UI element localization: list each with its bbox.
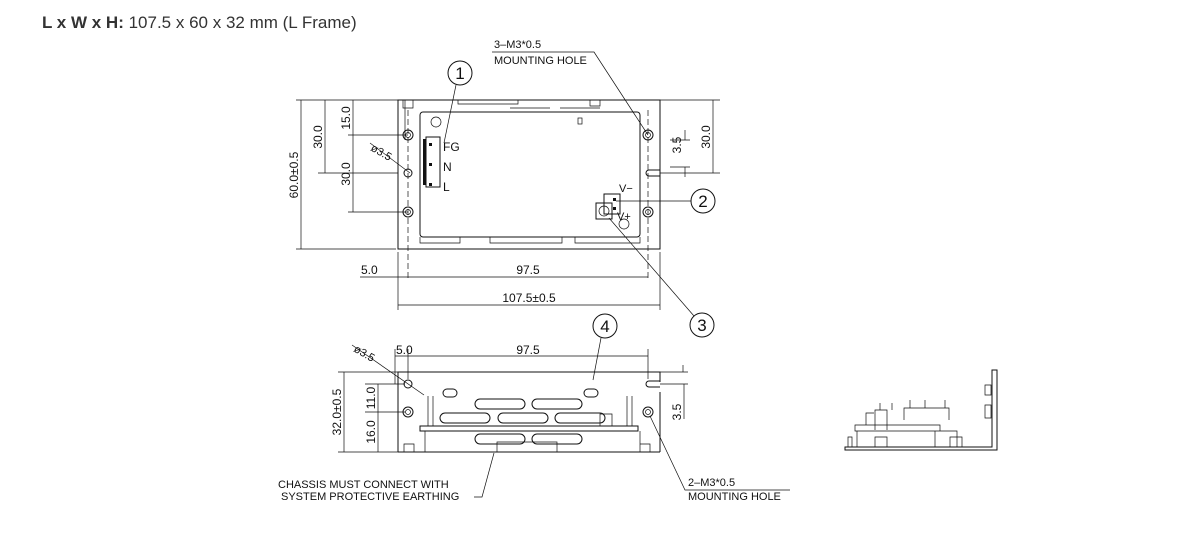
mount-note-2: MOUNTING HOLE <box>494 55 587 67</box>
pin-n: N <box>443 160 452 174</box>
front-dim-97-5: 97.5 <box>516 343 540 357</box>
pin-fg: FG <box>443 140 460 154</box>
front-mount-note-1: 2–M3*0.5 <box>688 477 735 489</box>
front-dim-height: 32.0±0.5 <box>330 388 344 435</box>
front-dim-3-5: 3.5 <box>670 403 684 420</box>
dim-97-5: 97.5 <box>516 263 540 277</box>
top-view: FG N L V− V+ 60.0±0.5 30.0 15.0 30.0 30.… <box>287 39 720 338</box>
vplus-label: V+ <box>617 211 631 223</box>
front-hole-dia: ø3.5 <box>352 343 377 364</box>
callout-1-label: 1 <box>455 64 464 83</box>
callout-2-label: 2 <box>698 192 707 211</box>
dim-height: 60.0±0.5 <box>287 151 301 198</box>
front-dim-5: 5.0 <box>396 343 413 357</box>
callout-4 <box>592 313 618 339</box>
dim-5: 5.0 <box>361 263 378 277</box>
dim-left-30b: 30.0 <box>339 162 353 186</box>
dim-left-30: 30.0 <box>311 125 325 149</box>
pin-l: L <box>443 180 450 194</box>
dimensions-header: L x W x H: 107.5 x 60 x 32 mm (L Frame) <box>42 13 357 33</box>
mounting-holes <box>402 129 660 218</box>
callout-4-label: 4 <box>600 317 609 336</box>
dim-left-15: 15.0 <box>339 106 353 130</box>
front-mount-note-2: MOUNTING HOLE <box>688 491 781 503</box>
front-dim-16: 16.0 <box>364 420 378 444</box>
mount-note-1: 3–M3*0.5 <box>494 39 541 51</box>
callout-1 <box>447 60 473 86</box>
dim-hole-dia: ø3.5 <box>369 142 394 163</box>
callout-3-label: 3 <box>697 316 706 335</box>
callout-3 <box>689 312 715 338</box>
pcb-edge <box>419 425 639 432</box>
dimensions-value: 107.5 x 60 x 32 mm (L Frame) <box>123 13 357 32</box>
frame-outline <box>397 99 661 250</box>
side-view <box>844 369 998 451</box>
chassis-note-2: SYSTEM PROTECTIVE EARTHING <box>281 491 459 503</box>
dim-right-3-5: 3.5 <box>670 136 684 153</box>
dim-right-30: 30.0 <box>699 125 713 149</box>
front-dim-11: 11.0 <box>364 386 378 409</box>
pcb-outline <box>419 111 641 238</box>
vminus-label: V− <box>619 183 633 195</box>
potentiometer <box>595 202 613 220</box>
chassis-note-1: CHASSIS MUST CONNECT WITH <box>278 479 449 491</box>
input-connector <box>425 136 441 188</box>
dim-107-5: 107.5±0.5 <box>502 291 556 305</box>
front-view: ø3.5 5.0 97.5 32.0±0.5 11.0 16.0 3.5 4 C… <box>278 313 790 503</box>
dimensions-label: L x W x H: <box>42 13 124 32</box>
